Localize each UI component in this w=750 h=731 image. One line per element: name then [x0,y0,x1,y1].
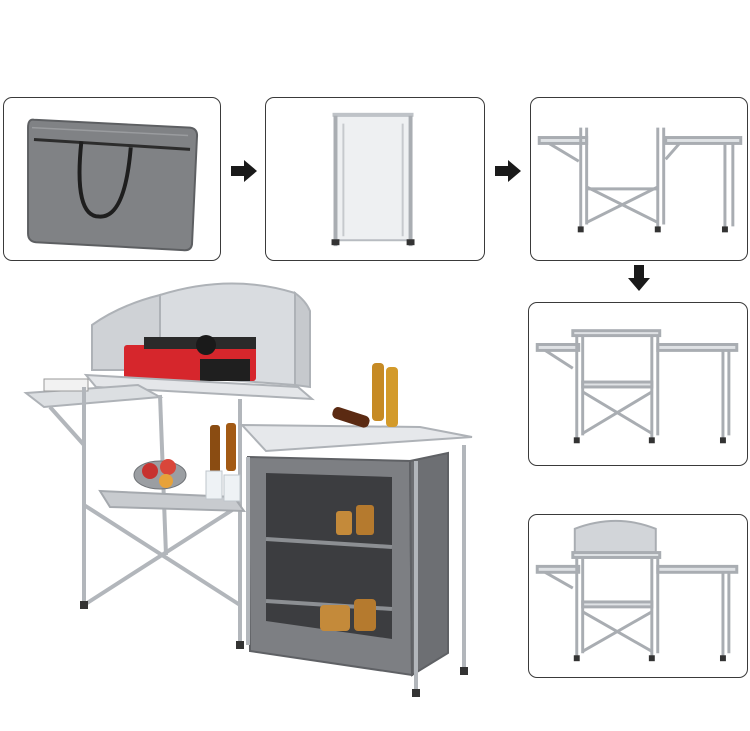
step-panel-carry-bag [3,97,221,261]
step-panel-table-with-top-shelf [528,302,748,466]
step-panel-table-with-windscreen [528,514,748,678]
step-panel-unfolded-frame [530,97,748,261]
unfolded-frame-illustration [537,127,743,233]
table-windscreen-illustration [535,519,739,662]
table-top-shelf-illustration [535,329,739,444]
arrow-right-icon [495,160,521,182]
arrow-down-icon [628,265,650,291]
arrow-right-icon [231,160,257,182]
assembled-camp-kitchen-illustration [23,282,473,697]
step-panel-folded-frame [265,97,485,261]
folded-frame-illustration [331,112,415,247]
carry-bag-illustration [27,118,199,252]
